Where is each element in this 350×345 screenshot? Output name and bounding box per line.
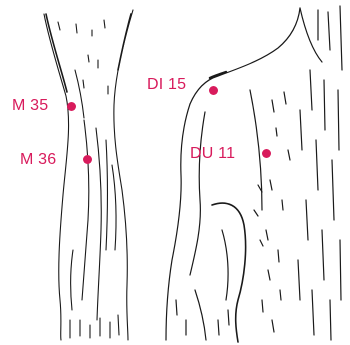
point-label-m36: M 36 (20, 151, 56, 169)
leg-sketch (44, 10, 133, 340)
point-marker-di15 (209, 86, 218, 95)
point-label-m35: M 35 (12, 97, 48, 115)
point-marker-m35 (67, 102, 76, 111)
point-label-du11: DU 11 (190, 145, 235, 163)
point-marker-m36 (83, 155, 92, 164)
point-marker-du11 (262, 149, 271, 158)
shoulder-back-sketch (166, 6, 342, 342)
point-label-di15: DI 15 (147, 76, 186, 94)
